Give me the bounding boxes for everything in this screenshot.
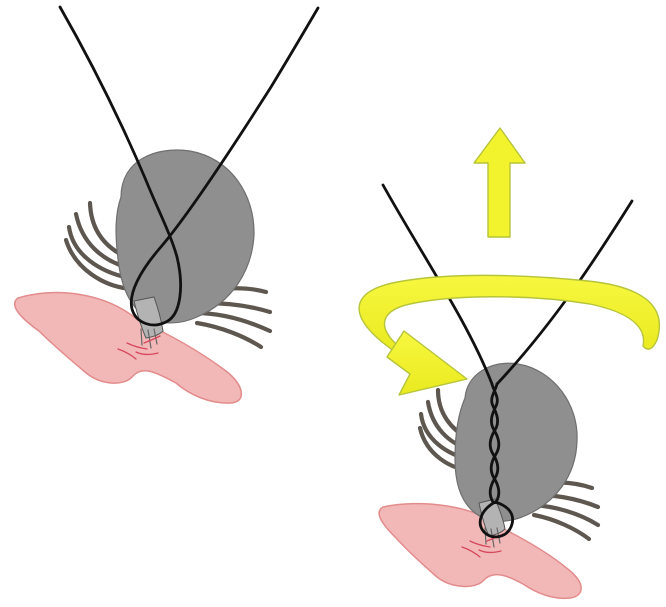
left-panel <box>15 7 318 403</box>
right-panel <box>359 128 659 598</box>
up-arrow-icon <box>474 128 525 237</box>
